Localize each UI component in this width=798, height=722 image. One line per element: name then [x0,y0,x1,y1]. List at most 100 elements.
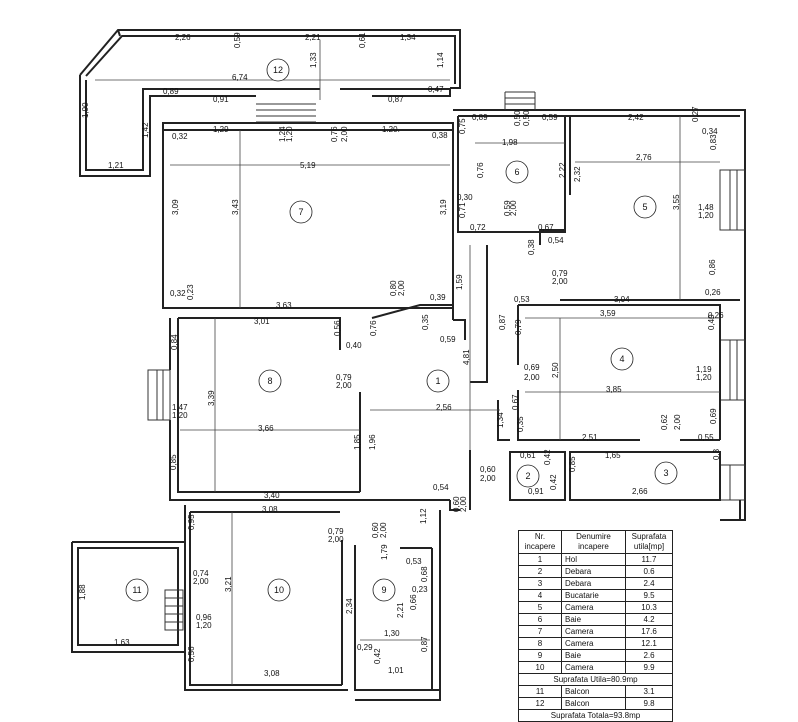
dimension-label: 0,42 [549,474,558,490]
dimension-label: 3,43 [231,199,240,215]
dimension-label: 1,88 [78,584,87,600]
room-marker-7: 7 [289,200,313,224]
dimension-label: 0,76 [369,320,378,336]
dimension-label: 1,63 [114,638,130,647]
dimension-label: 0,85 [568,456,577,472]
dimension-label: 2,42 [628,113,644,122]
dimension-label: 0,62 [660,414,669,430]
dimension-label: 1,14 [436,52,445,68]
dimension-label: 2,66 [632,487,648,496]
dimension-label: 0,87 [420,636,429,652]
dimension-label: 2,00 [379,522,388,538]
dimension-label: 0,26 [708,311,724,320]
dimension-label: 1,48 [698,203,714,212]
dimension-label: 2,26 [175,33,191,42]
dimension-label: 0,80 [389,280,398,296]
dimension-label: 0,72 [470,223,486,232]
room-number: 3 [663,468,668,478]
dimension-label: 0,59 [440,335,456,344]
dimension-label: 1,01 [388,666,404,675]
header-nr: Nr. incapere [518,530,562,554]
dimension-label: 2,51 [582,433,598,442]
dimension-label: 3,40 [264,491,280,500]
dimension-label: 0,60 [371,522,380,538]
dimension-label: 3,09 [171,199,180,215]
dimension-label: 3,66 [258,424,274,433]
dimension-label: 1,20 [285,126,294,142]
room-number: 7 [298,207,303,217]
room-marker-12: 12 [266,58,290,82]
dimension-label: 0,59 [503,200,512,216]
dimension-label: 0,79 [552,269,568,278]
dimension-label: 0,59 [542,113,558,122]
dimension-label: 0,39 [430,293,446,302]
dimension-label: 0,23 [186,284,195,300]
dimension-label: 1,24 [278,126,287,142]
room-marker-circle [654,461,678,485]
dimension-label: 2,22 [558,162,567,178]
room-number: 10 [274,585,284,595]
dimension-label: 2,00 [552,277,568,286]
dimension-label: 1,20 [698,211,714,220]
dimension-label: 1,20 [696,373,712,382]
dimension-label: 3,59 [600,309,616,318]
dimension-label: 0,74 [193,569,209,578]
dimension-label: 0,56 [187,646,196,662]
room-marker-4: 4 [610,347,634,371]
dimension-label: 1,30 [384,629,400,638]
dimension-label: 0,83 [709,134,718,150]
dimension-label: 2,21 [305,33,321,42]
dimension-label: 0,91 [528,487,544,496]
dimension-label: 1,47 [172,403,188,412]
dimension-label: 0,29 [357,643,373,652]
dimension-label: 0,75 [458,118,467,134]
dimension-label: 0,47 [428,85,444,94]
dimension-label: 0,54 [433,483,449,492]
dimension-label: 0,79 [328,527,344,536]
dimension-label: 0,95 [187,514,196,530]
dimension-label: 1.20. [382,125,400,134]
dimension-label: 0,66 [409,594,418,610]
room-marker-circle [125,578,149,602]
dimension-label: 0,71 [458,202,467,218]
dimension-label: 0,35 [421,314,430,330]
room-number: 11 [132,585,141,595]
dimension-label: 1,96 [368,434,377,450]
dimension-label: 2,00 [336,381,352,390]
dimension-label: 4,81 [462,349,471,365]
dimension-label: 0,87 [388,95,404,104]
dimension-label: 0,40 [707,314,716,330]
header-area: Suprafata utila[mp] [625,530,673,554]
dimension-label: 0,89 [472,113,488,122]
dimension-label: 0,60 [452,496,461,512]
dimension-label: 2,34 [345,598,354,614]
dimension-label: 0,53 [406,557,422,566]
room-marker-circle [633,195,657,219]
dimension-label: 3,21 [224,576,233,592]
dimension-label: 2,32 [573,166,582,182]
dimension-label: 0,50 [522,110,531,126]
dimension-label: 0,40 [346,341,362,350]
dimension-label: 1,79 [380,544,389,560]
dimension-label: 1,59 [455,274,464,290]
room-number: 2 [525,471,530,481]
room-marker-2: 2 [516,464,540,488]
dimension-label: 0,61 [520,451,536,460]
dimension-label: 0,3 [712,448,721,460]
dimension-label: 5,19 [300,161,316,170]
dimension-label: 0,32 [170,289,186,298]
dimension-label: 1,90 [81,102,90,118]
room-marker-circle [505,160,529,184]
total-utila-row: Suprafata Utila=80.9mp [518,673,673,686]
dimension-label: 0,50 [513,110,522,126]
dimension-label: 0,69 [709,408,718,424]
dimension-label: 3,08 [264,669,280,678]
dimension-label: 0,42 [373,648,382,664]
